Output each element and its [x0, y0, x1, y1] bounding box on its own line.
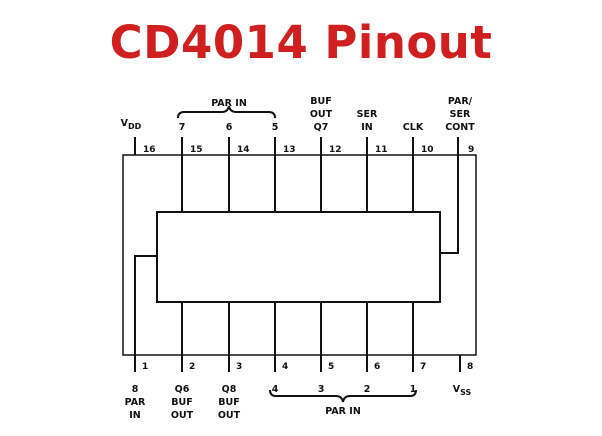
pin-9-label: PAR/	[448, 96, 473, 107]
pin-5-label: 3	[318, 384, 325, 395]
pin-number: 13	[283, 145, 296, 155]
pin-1-label: 8	[132, 384, 139, 395]
pin-number: 9	[468, 145, 474, 155]
pin-number: 12	[329, 145, 342, 155]
pin9-wire	[440, 137, 459, 254]
pin-label-vdd: VDD	[121, 118, 142, 131]
pin-12-label: OUT	[310, 109, 333, 120]
pin-2-label: Q6	[175, 384, 190, 395]
page-title: CD4014 Pinout	[109, 16, 493, 69]
pin-number: 3	[236, 362, 242, 372]
pin-number: 8	[467, 362, 473, 372]
pin-number: 2	[189, 362, 195, 372]
pin-number: 11	[375, 145, 388, 155]
pin-13-label: 5	[272, 122, 279, 133]
pin-number: 4	[282, 362, 288, 372]
pin-9-label: CONT	[445, 122, 475, 133]
pin-2-label: OUT	[171, 410, 194, 421]
pin1-wire	[134, 255, 157, 372]
pin-11-label: IN	[361, 122, 373, 133]
pin-1-label: IN	[129, 410, 141, 421]
bottom-group-label: PAR IN	[325, 406, 361, 417]
pin-3-label: OUT	[218, 410, 241, 421]
pin-number: 7	[420, 362, 426, 372]
pin-12-label: Q7	[314, 122, 329, 133]
pin-number: 10	[421, 145, 434, 155]
outer-package-outline	[122, 154, 477, 356]
pin-number: 5	[328, 362, 334, 372]
pin-number: 1	[142, 362, 148, 372]
pin-14-label: 6	[226, 122, 233, 133]
pin-6-label: 2	[364, 384, 371, 395]
pin-number: 6	[374, 362, 380, 372]
chip-body	[156, 211, 441, 303]
pin-11-label: SER	[357, 109, 378, 120]
top-par-in-brace	[177, 105, 276, 119]
pin-15-label: 7	[179, 122, 186, 133]
pin-number: 16	[143, 145, 156, 155]
pin-3-label: Q8	[222, 384, 237, 395]
pin-10-label: CLK	[403, 122, 424, 133]
pin-3-label: BUF	[218, 397, 239, 408]
pin-4-label: 4	[272, 384, 279, 395]
pin-9-label: SER	[450, 109, 471, 120]
pin-1-label: PAR	[125, 397, 146, 408]
bottom-par-in-brace	[269, 389, 417, 403]
pin-label-vss: VSS	[453, 384, 472, 397]
pin-number: 15	[190, 145, 203, 155]
pin-number: 14	[237, 145, 250, 155]
top-group-label: PAR IN	[211, 98, 247, 109]
pin-2-label: BUF	[171, 397, 192, 408]
pin-12-label: BUF	[310, 96, 331, 107]
pin-7-label: 1	[410, 384, 417, 395]
